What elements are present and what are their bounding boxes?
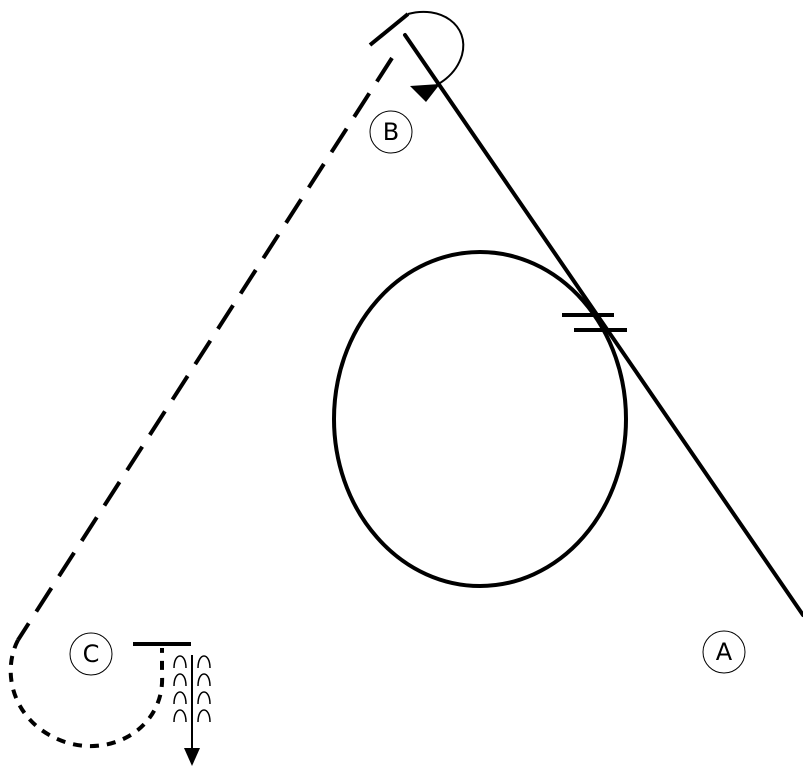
solid-path-line <box>403 33 803 617</box>
label-c-text: C <box>83 640 100 668</box>
central-ring <box>332 250 628 588</box>
label-b: B <box>369 110 413 154</box>
stitch-chain-icon <box>173 655 211 766</box>
label-b-text: B <box>383 118 399 146</box>
turn-arrowhead-icon <box>410 84 440 102</box>
label-c: C <box>69 632 113 676</box>
dotted-hook-curve <box>8 639 165 749</box>
top-bar-mark <box>368 12 410 47</box>
turn-arrow-icon <box>407 10 465 94</box>
label-a: A <box>702 630 746 674</box>
dashed-path-line <box>16 56 394 642</box>
label-a-text: A <box>716 638 733 666</box>
